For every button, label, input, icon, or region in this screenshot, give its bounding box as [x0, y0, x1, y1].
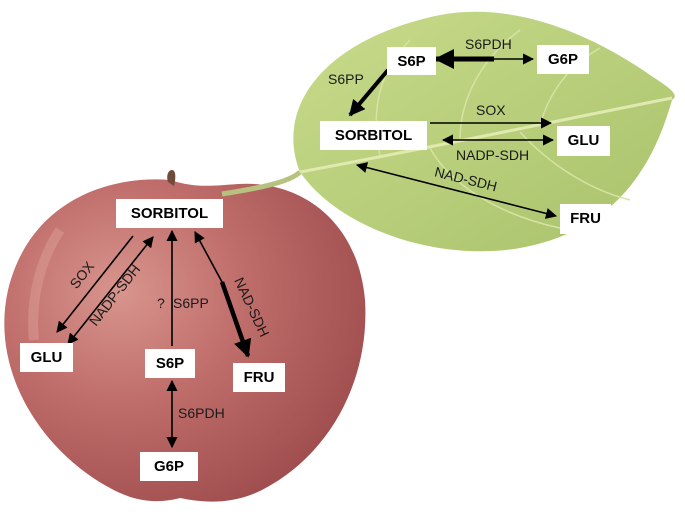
leaf-fru-box: FRU — [560, 204, 611, 234]
fruit-s6pp-label: S6PP — [173, 295, 209, 311]
leaf-s6pp-label: S6PP — [328, 71, 364, 87]
leaf-arrows — [348, 49, 558, 219]
leaf-s6pdh-label: S6PDH — [465, 36, 512, 52]
fruit-glu-box: GLU — [20, 343, 73, 372]
arrow-nad-sdh-fruit-thin — [194, 231, 223, 283]
leaf-sorbitol-box: SORBITOL — [320, 121, 427, 150]
fruit-fru-box: FRU — [233, 363, 285, 392]
arrow-s6pp-leaf — [348, 68, 390, 117]
arrow-nad-sdh-fruit-thick — [219, 281, 252, 358]
fruit-sorbitol-box: SORBITOL — [116, 199, 223, 228]
leaf-glu-box: GLU — [557, 126, 610, 156]
arrow-nadp-sdh-fruit — [67, 236, 154, 345]
leaf-nadp-sdh-label: NADP-SDH — [456, 147, 530, 163]
fruit-s6pp-question-mark: ? — [157, 295, 165, 311]
fruit-s6p-box: S6P — [145, 349, 195, 378]
leaf-g6p-box: G6P — [537, 45, 589, 74]
fruit-arrows — [56, 229, 252, 449]
fruit-s6pdh-label: S6PDH — [178, 405, 225, 421]
leaf-sox-label: SOX — [476, 102, 506, 118]
fruit-g6p-box: G6P — [140, 452, 198, 481]
leaf-s6p-box: S6P — [387, 47, 436, 75]
arrow-nad-sdh-leaf — [355, 162, 558, 219]
